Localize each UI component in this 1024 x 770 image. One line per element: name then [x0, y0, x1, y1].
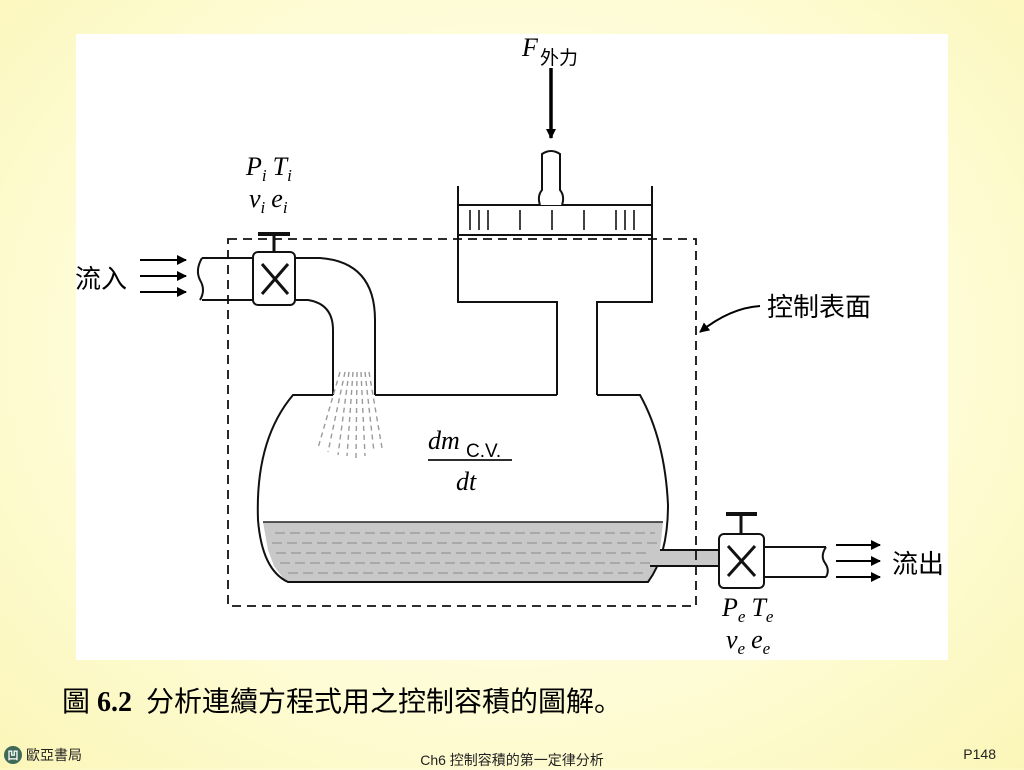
- piston-rod: [537, 150, 565, 206]
- tank: [256, 394, 670, 583]
- page-number: P148: [963, 746, 996, 762]
- caption-text: 分析連續方程式用之控制容積的圖解。: [146, 687, 623, 718]
- control-surface-pointer: [699, 305, 761, 333]
- chapter-title: Ch6 控制容積的第一定律分析: [420, 752, 604, 768]
- piston-cylinder: [457, 186, 653, 395]
- caption-number: 6.2: [97, 687, 133, 718]
- outflow-arrows: [836, 540, 881, 582]
- piston-marks: [469, 210, 635, 230]
- figure-caption: 圖 6.2 分析連續方程式用之控制容積的圖解。: [62, 680, 622, 720]
- control-surface: [227, 238, 697, 607]
- control-surface-label: 控制表面: [767, 292, 871, 322]
- publisher: 凹 歐亞書局: [4, 745, 82, 765]
- liquid-surface-hatch: [272, 532, 658, 574]
- spray: [317, 371, 383, 459]
- publisher-logo-icon: 凹: [4, 746, 22, 764]
- publisher-name: 歐亞書局: [26, 747, 82, 763]
- piston: [457, 204, 653, 236]
- force-label: 外力: [540, 47, 578, 69]
- inflow-arrows: [140, 255, 187, 297]
- caption-prefix: 圖: [62, 687, 91, 718]
- rate-denominator: dt: [456, 467, 477, 496]
- inlet-valve: [252, 232, 296, 306]
- rate-numerator: dm: [428, 426, 460, 455]
- force-symbol: F: [521, 33, 539, 62]
- rate-subscript: C.V.: [466, 441, 501, 462]
- inflow-label: 流入: [75, 264, 127, 294]
- outflow-label: 流出: [892, 549, 944, 579]
- liquid: [263, 522, 663, 582]
- outlet-valve: [718, 512, 765, 589]
